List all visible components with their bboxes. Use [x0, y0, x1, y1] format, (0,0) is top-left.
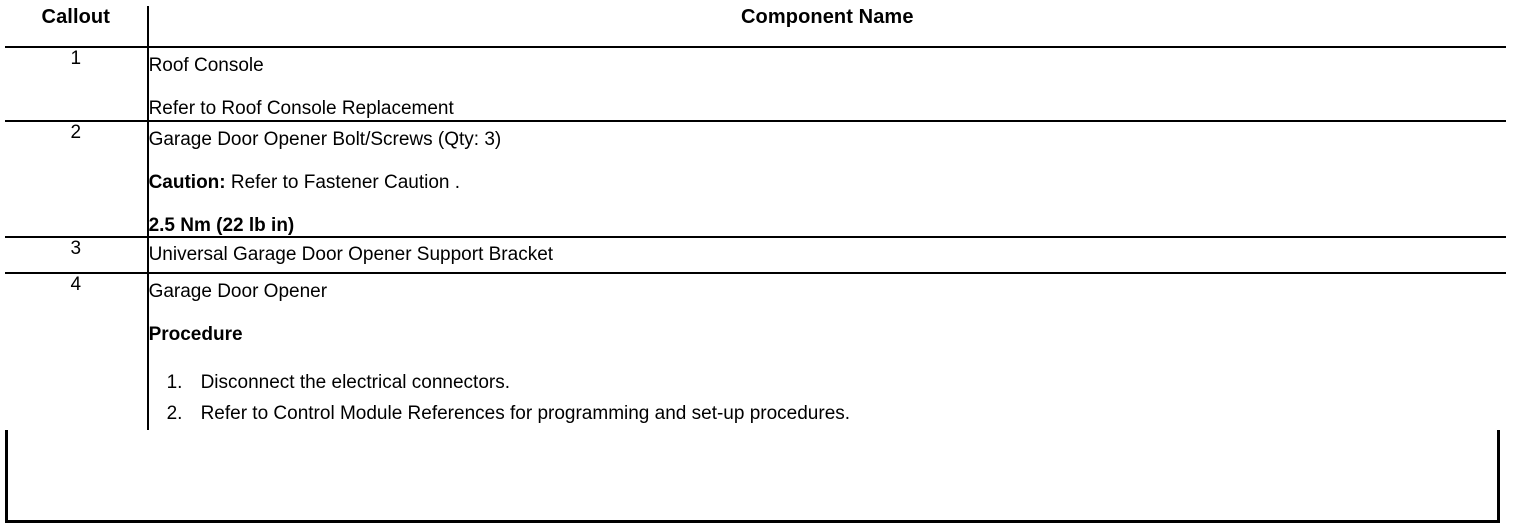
list-item: 1. Disconnect the electrical connectors.	[149, 367, 1506, 398]
caution-note: Caution: Refer to Fastener Caution .	[149, 172, 1506, 193]
step-number: 1.	[166, 372, 183, 394]
procedure-step-list: 1.Disconnect the electrical connectors. …	[149, 367, 1506, 430]
component-reference: Refer to Roof Console Replacement	[148, 98, 454, 120]
callout-number: 3	[5, 237, 149, 274]
callout-number: 1	[5, 47, 149, 122]
column-header-callout: Callout	[5, 6, 149, 48]
component-title: Garage Door Opener	[148, 280, 328, 302]
column-header-component-name: Component Name	[147, 6, 1506, 48]
component-title: Universal Garage Door Opener Support Bra…	[148, 244, 554, 266]
callout-number: 4	[5, 272, 149, 430]
component-name-cell: Garage Door Opener Procedure 1. Disconnec…	[147, 272, 1506, 430]
component-name-cell: Garage Door Opener Bolt/Screws (Qty: 3) …	[147, 120, 1506, 239]
step-text: Refer to Control Module References for p…	[200, 403, 851, 425]
list-item: 2. Refer to Control Module References for…	[149, 398, 1506, 429]
caution-text: Refer to Fastener Caution .	[225, 171, 461, 193]
step-number: 2.	[166, 403, 183, 425]
table-header-row: Callout Component Name	[5, 6, 1506, 48]
component-title: Garage Door Opener Bolt/Screws (Qty: 3)	[148, 128, 502, 150]
table-row: 1 Roof Console Refer to Roof Console Rep…	[5, 47, 1506, 122]
table-row: 4 Garage Door Opener Procedure 1. Disconn…	[5, 272, 1506, 430]
caution-label: Caution:	[148, 171, 226, 193]
callout-component-table: Callout Component Name 1 Roof Console Re…	[5, 6, 1506, 430]
component-name-cell: Roof Console Refer to Roof Console Repla…	[147, 47, 1506, 122]
table-row: 3 Universal Garage Door Opener Support B…	[5, 237, 1506, 274]
component-title: Roof Console	[148, 55, 264, 76]
table-row: 2 Garage Door Opener Bolt/Screws (Qty: 3…	[5, 120, 1506, 239]
procedure-heading: Procedure	[148, 323, 243, 345]
torque-spec: 2.5 Nm (22 lb in)	[148, 215, 295, 237]
component-name-cell: Universal Garage Door Opener Support Bra…	[147, 237, 1506, 274]
callout-number: 2	[5, 120, 149, 239]
step-text: Disconnect the electrical connectors.	[200, 372, 510, 394]
